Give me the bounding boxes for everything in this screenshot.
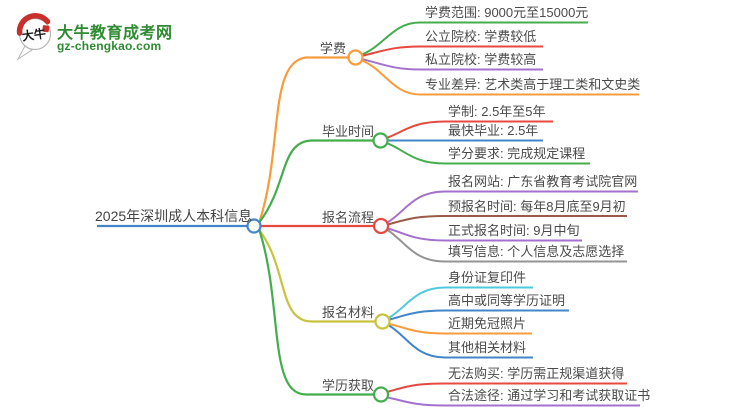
branch-registration-process: 报名流程 xyxy=(322,210,375,225)
edge-leaf-education-certificate xyxy=(389,309,569,321)
edge-leaf-official-registration-time xyxy=(387,227,582,242)
branch-graduation-time: 毕业时间 xyxy=(322,124,375,139)
edge-leaf-pre-registration-time xyxy=(387,215,627,226)
edge-leaf-cannot-purchase xyxy=(387,382,627,393)
edge-leaf-fill-information xyxy=(386,229,627,263)
leaf-fastest-graduation: 最快毕业: 2.5年 xyxy=(448,123,539,138)
leaf-official-registration-time: 正式报名时间: 9月中旬 xyxy=(448,223,580,238)
node-circle-central xyxy=(246,218,262,234)
leaf-major-difference: 专业差异: 艺术类高于理工类和文史类 xyxy=(425,77,641,92)
leaf-other-materials: 其他相关材料 xyxy=(448,340,527,355)
edge-leaf-public-schools xyxy=(362,45,543,57)
branch-registration-materials: 报名材料 xyxy=(322,305,375,320)
leaf-study-duration: 学制: 2.5年至5年 xyxy=(448,104,546,119)
edge-leaf-tuition-range xyxy=(361,21,588,56)
edge-leaf-registration-website xyxy=(386,190,638,224)
leaf-tuition-range: 学费范围: 9000元至15000元 xyxy=(425,5,589,20)
leaf-id-card-copy: 身份证复印件 xyxy=(448,270,527,285)
edge-branch-graduation xyxy=(258,139,374,223)
central-topic: 2025年深圳成人本科信息 xyxy=(95,208,253,224)
leaf-public-schools: 公立院校: 学费较低 xyxy=(425,29,537,44)
leaf-legal-way: 合法途径: 通过学习和考试获取证书 xyxy=(448,388,651,403)
branch-tuition: 学费 xyxy=(320,41,347,56)
logo-icon-text: 大牛 xyxy=(21,25,47,43)
edge-branch-degree xyxy=(258,230,374,396)
leaf-cannot-purchase: 无法购买: 学历需正规渠道获得 xyxy=(448,366,625,381)
node-circle-degree xyxy=(372,386,390,403)
leaf-education-certificate: 高中或同等学历证明 xyxy=(448,293,566,308)
edge-leaf-major-difference xyxy=(361,59,639,96)
edge-leaf-photo xyxy=(389,323,532,335)
logo-subtitle: gz-chengkao.com xyxy=(57,39,162,53)
node-circle-tuition xyxy=(347,49,364,66)
branch-degree-acquisition: 学历获取 xyxy=(322,378,375,393)
edge-branch-materials xyxy=(258,229,376,323)
edge-leaf-other-materials xyxy=(388,324,533,359)
node-circle-process xyxy=(372,217,390,235)
edge-leaf-study-duration xyxy=(386,120,553,139)
logo-title: 大牛教育成考网 xyxy=(57,25,173,42)
logo-bull-icon: 大牛 xyxy=(16,13,52,61)
leaf-pre-registration-time: 预报名时间: 每年8月底至9月初 xyxy=(448,199,626,214)
edge-leaf-id-card-copy xyxy=(388,286,533,319)
node-circle-materials xyxy=(374,313,391,330)
edge-leaf-credit-requirement xyxy=(386,142,590,165)
leaf-photo: 近期免冠照片 xyxy=(448,316,527,331)
edge-leaf-private-schools xyxy=(362,58,543,71)
leaf-private-schools: 私立院校: 学费较高 xyxy=(425,52,537,67)
node-circle-graduation xyxy=(372,132,389,149)
edge-branch-tuition xyxy=(258,56,349,222)
edge-leaf-legal-way xyxy=(387,396,640,407)
leaf-credit-requirement: 学分要求: 完成规定课程 xyxy=(448,146,586,161)
leaf-fill-information: 填写信息: 个人信息及志愿选择 xyxy=(448,244,625,259)
leaf-registration-website: 报名网站: 广东省教育考试院官网 xyxy=(448,174,638,189)
